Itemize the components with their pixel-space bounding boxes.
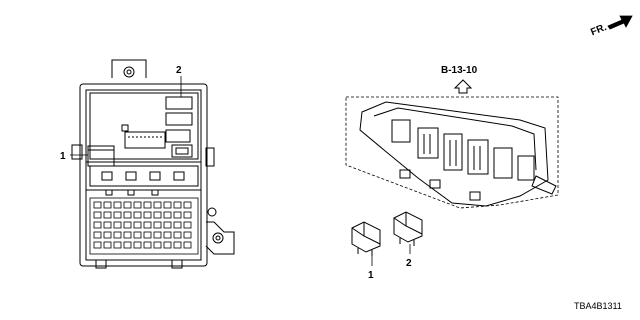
fuse-box-assembly bbox=[71, 59, 235, 269]
callout-1-right: 1 bbox=[368, 270, 374, 281]
fuse-slot bbox=[113, 221, 122, 229]
fuse-slot bbox=[113, 211, 122, 219]
control-unit-dashed-outline bbox=[345, 96, 559, 209]
fuse-slot bbox=[133, 231, 142, 239]
fuse-slot bbox=[103, 211, 112, 219]
fuse-slot bbox=[173, 201, 182, 209]
fuse-slot bbox=[93, 221, 102, 229]
diagram-code: TBA4B1311 bbox=[574, 301, 622, 311]
fuse-slot bbox=[153, 221, 162, 229]
fuse-slot bbox=[123, 211, 132, 219]
fuse-slot bbox=[103, 231, 112, 239]
callout-2-right: 2 bbox=[406, 258, 412, 269]
fuse-slot bbox=[153, 201, 162, 209]
callout-1-left: 1 bbox=[60, 151, 66, 162]
fuse-slot bbox=[183, 231, 192, 239]
fuse-slot bbox=[93, 201, 102, 209]
fuse-slot bbox=[143, 221, 152, 229]
fuse-slot bbox=[93, 231, 102, 239]
fuse-slot bbox=[113, 231, 122, 239]
fuse-slot bbox=[173, 211, 182, 219]
fuse-slot bbox=[113, 201, 122, 209]
fuse-slot bbox=[183, 221, 192, 229]
fuse-slot bbox=[163, 201, 172, 209]
fuse-slot bbox=[163, 231, 172, 239]
relay-2-icon bbox=[393, 211, 423, 246]
fuse-slot bbox=[103, 241, 112, 249]
reference-label: B-13-10 bbox=[441, 65, 478, 76]
fuse-slot bbox=[103, 201, 112, 209]
fuse-slot bbox=[143, 211, 152, 219]
fuse-slot bbox=[183, 201, 192, 209]
fuse-slot bbox=[133, 201, 142, 209]
fuse-slot bbox=[123, 201, 132, 209]
fuse-slot bbox=[153, 211, 162, 219]
fuse-slot bbox=[123, 241, 132, 249]
fuse-slot bbox=[153, 241, 162, 249]
reference-arrow-icon bbox=[453, 79, 473, 94]
callout-2-left: 2 bbox=[176, 65, 182, 76]
fuse-grid-frame bbox=[89, 197, 199, 255]
front-direction-arrow-icon bbox=[607, 15, 633, 30]
fuse-slot bbox=[143, 241, 152, 249]
direction-label: FR. bbox=[589, 22, 608, 38]
fuse-slot bbox=[153, 231, 162, 239]
fuse-slot bbox=[183, 211, 192, 219]
fuse-slot bbox=[103, 221, 112, 229]
fuse-slot bbox=[143, 231, 152, 239]
fuse-slot bbox=[93, 211, 102, 219]
fuse-slot bbox=[173, 221, 182, 229]
relay-1-icon bbox=[351, 221, 381, 256]
fuse-slot bbox=[173, 231, 182, 239]
fuse-slot bbox=[183, 241, 192, 249]
fuse-slot bbox=[123, 231, 132, 239]
fuse-slot bbox=[163, 211, 172, 219]
fuse-slot bbox=[133, 221, 142, 229]
fuse-slot bbox=[163, 241, 172, 249]
fuse-slot bbox=[173, 241, 182, 249]
fuse-slot bbox=[123, 221, 132, 229]
fuse-slot bbox=[113, 241, 122, 249]
fuse-slot bbox=[133, 211, 142, 219]
fuse-slot bbox=[93, 241, 102, 249]
control-unit-assembly bbox=[359, 101, 557, 207]
fuse-slot bbox=[133, 241, 142, 249]
fuse-grid bbox=[89, 197, 199, 255]
fuse-slot bbox=[163, 221, 172, 229]
fuse-slot bbox=[143, 201, 152, 209]
